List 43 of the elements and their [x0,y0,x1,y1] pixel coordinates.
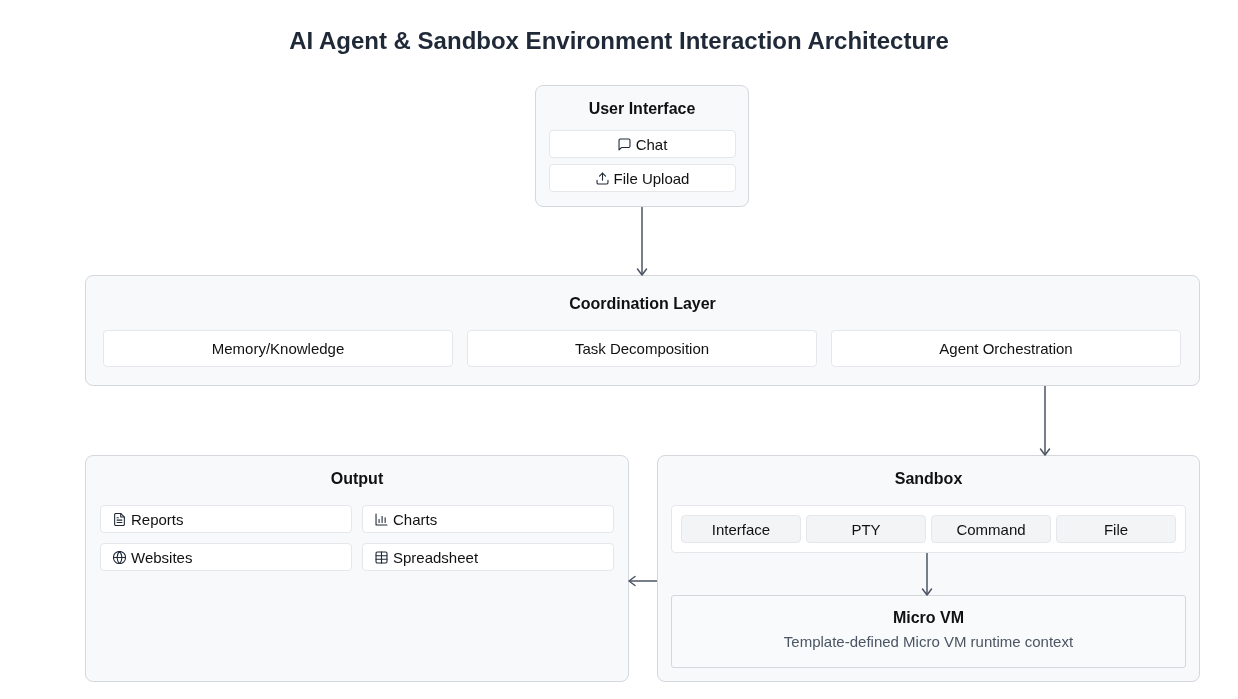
tool-tray [671,505,1186,553]
item-card [103,330,453,367]
panel-heading: Coordination Layer [569,295,716,313]
item-label: Task Decomposition [574,340,710,357]
item-card [467,330,817,367]
item-label: Agent Orchestration [939,340,1073,357]
arrow [921,552,933,596]
panel-heading: Output [330,470,384,488]
item-label: PTY [851,520,881,538]
tool-chip [681,515,801,543]
item-card [831,330,1181,367]
item-card [549,164,736,192]
item-card [362,505,614,533]
item-label: Interface [711,520,771,538]
layer-panel [657,455,1200,682]
item-label: Memory/Knowledge [211,340,345,357]
item-label: File Upload [613,169,690,187]
tool-chip [1056,515,1176,543]
item-label: Charts [393,510,438,528]
arrow [628,575,658,587]
tool-chip [806,515,926,543]
panel-heading: Micro VM [892,609,965,627]
diagram-title: AI Agent & Sandbox Environment Interaction Architecture [289,27,949,54]
item-card [100,505,352,533]
layer-panel [85,275,1200,386]
item-label: Spreadsheet [393,548,479,566]
arrow [1039,385,1051,456]
item-card [100,543,352,571]
description-text: Template-defined Micro VM runtime context [783,633,1074,650]
item-label: Websites [131,548,193,566]
item-card [362,543,614,571]
tool-chip [931,515,1051,543]
vm-box [671,595,1186,668]
item-card [549,130,736,158]
layer-panel [535,85,749,207]
panel-heading: User Interface [588,100,696,118]
layer-panel [85,455,629,682]
arrow [636,206,648,276]
panel-heading: Sandbox [894,470,963,488]
item-label: File [1103,520,1129,538]
item-label: Command [956,520,1026,538]
item-label: Reports [131,510,184,528]
item-label: Chat [635,135,668,153]
